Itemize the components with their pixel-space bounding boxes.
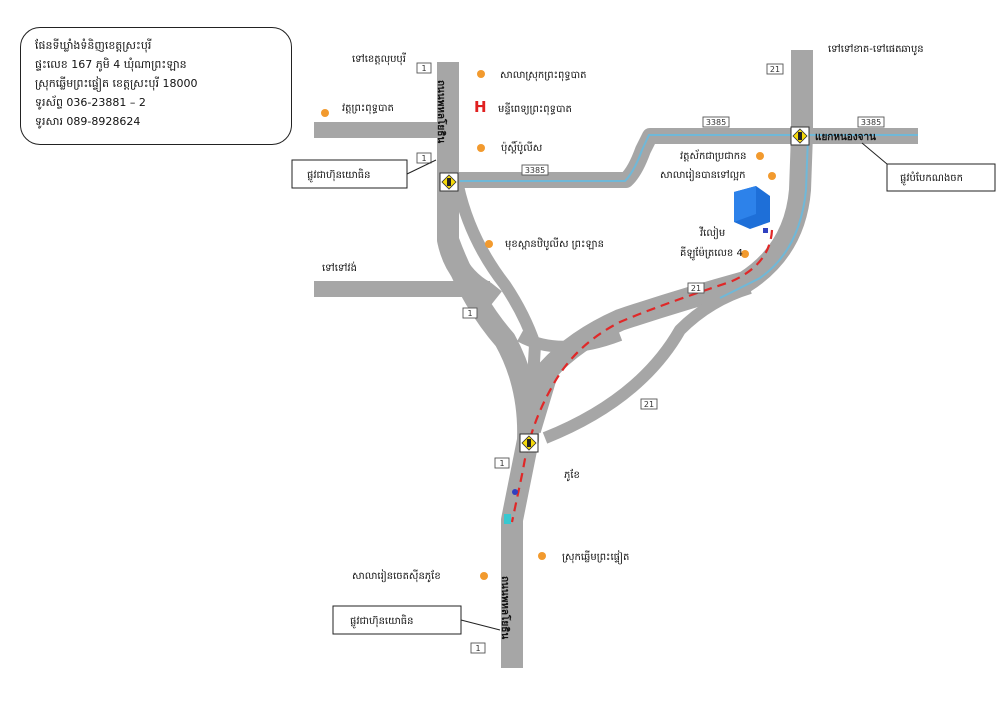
- road-loop: [517, 329, 623, 353]
- label-to-west: ទៅទៅវង់: [322, 261, 357, 274]
- road-name-south: ถนนพหลโยธิน: [499, 576, 512, 639]
- info-fax: ទូរសារ 089-8928624: [35, 115, 141, 128]
- svg-text:21: 21: [644, 400, 654, 409]
- label-hospital: មន្ទីពេទ្យព្រះពុទ្ធបាត: [498, 102, 572, 116]
- svg-text:ផ្លូវជាហ៊ុនយោធិន: ផ្លូវជាហ៊ុនយោធិន: [350, 614, 413, 629]
- svg-text:1: 1: [499, 459, 504, 468]
- car-marker-icon: [504, 514, 511, 524]
- river-line-21: [719, 135, 809, 299]
- label-km-marker: គីឡូម៉ែត្រលេខ 4: [680, 246, 743, 261]
- svg-text:3385: 3385: [525, 166, 545, 175]
- label-wat-phrabuddhabat: វត្តព្រះពុទ្ធបាត: [342, 103, 394, 115]
- callout-east: ផ្លូវបំបែកណងចក: [861, 142, 996, 192]
- svg-text:1: 1: [467, 309, 472, 318]
- label-to-lopburi: ទៅខេត្តលុបបុរី: [352, 52, 406, 66]
- label-school-market: មុខស្ពានឋិបូលីស ព្រះឡាន: [505, 237, 604, 251]
- route-shield-3385: 3385: [521, 164, 549, 176]
- address-info-box: ផែនទីឃ្លាំងទំនិញខេត្តស្រះបុរី ផ្ទះលេខ 16…: [20, 27, 292, 145]
- poi-dot-icon: [741, 250, 749, 258]
- route-shield-1: 1: [416, 62, 432, 74]
- route-shield-21: 21: [687, 282, 705, 294]
- poi-dot-icon: [321, 109, 329, 117]
- info-phone: ទូរស័ព្ទ 036-23881 – 2: [35, 96, 146, 109]
- river-lines: [460, 134, 918, 299]
- svg-text:1: 1: [421, 154, 426, 163]
- svg-text:21: 21: [691, 284, 701, 293]
- label-district: ស្រុកឆ្លើមព្រះផ្ទៀត: [562, 550, 629, 565]
- label-school-south: សាលារៀនចេតស៊ីនភូខែ: [352, 569, 441, 583]
- info-title: ផែនទីឃ្លាំងទំនិញខេត្តស្រះបុរី: [35, 39, 152, 52]
- svg-text:3385: 3385: [861, 118, 881, 127]
- route-shield-1: 1: [462, 307, 478, 319]
- svg-text:1: 1: [421, 64, 426, 73]
- traffic-light-icon: [439, 172, 459, 192]
- svg-text:ផ្លូវបំបែកណងចក: ផ្លូវបំបែកណងចក: [900, 171, 963, 186]
- route-shield-21: 21: [640, 398, 658, 410]
- road-21-connector: [542, 282, 752, 444]
- route-shield-1: 1: [494, 457, 510, 469]
- info-district-line: ស្រុកឆ្លើមព្រះផ្ទៀត ខេត្តស្រះបុរី 18000: [35, 77, 198, 90]
- route-shield-3385: 3385: [857, 116, 885, 128]
- poi-dot-icon: [538, 552, 546, 560]
- poi-dot-icon: [485, 240, 493, 248]
- info-address-line: ផ្ទះលេខ 167 ភូមិ 4 ឃុំណាព្រះឡាន: [35, 58, 187, 71]
- callout-west: ផ្លូវជាហ៊ុនយោធិន: [291, 159, 437, 189]
- road-name-west: ถนนพหลโยธิน: [435, 80, 448, 143]
- route-shield-21: 21: [766, 63, 784, 75]
- label-phrabuddhabat-school: សាលាស្រុកព្រះពុទ្ធបាត: [500, 70, 587, 82]
- poi-dot-icon: [477, 70, 485, 78]
- route-to-warehouse: [510, 229, 774, 523]
- svg-text:21: 21: [770, 65, 780, 74]
- poi-dot-icon: [768, 172, 776, 180]
- poi-dot-icon: [480, 572, 488, 580]
- route-shield-1: 1: [470, 642, 486, 654]
- hospital-h-icon: H: [474, 98, 487, 116]
- traffic-light-icon: [790, 126, 810, 146]
- label-to-saraburi: ទៅទៅខាត-ទៅផេតឆាបូន: [828, 43, 924, 56]
- vehicle-dot-icon: [512, 489, 518, 495]
- label-phu-ke: ភូខែ: [564, 468, 580, 482]
- route-shield-3385: 3385: [702, 116, 730, 128]
- traffic-light-icon: [519, 433, 539, 453]
- poi-dot-icon: [477, 144, 485, 152]
- river-line-3385: [460, 134, 918, 182]
- svg-text:3385: 3385: [706, 118, 726, 127]
- svg-text:ផ្លូវជាហ៊ុនយោធិន: ផ្លូវជាហ៊ុនយោធិន: [307, 168, 370, 183]
- junction-name: แยกหนองจาน: [815, 132, 876, 143]
- label-wat-sak: វត្តស័កជាប្រជាកន: [680, 149, 746, 162]
- route-shield-1: 1: [416, 152, 432, 164]
- poi-dot-icon: [756, 152, 764, 160]
- road-highway-1-inner-curve: [452, 184, 541, 431]
- callout-south: ផ្លូវជាហ៊ុនយោធិន: [332, 605, 501, 635]
- label-school-nong: សាលារៀនបានទៅល្អក: [660, 168, 746, 182]
- label-warehouse: វីលៀម: [699, 226, 725, 240]
- svg-text:1: 1: [475, 644, 480, 653]
- warehouse-building-icon: [734, 186, 770, 233]
- label-police: ប៉ុស្តិ៍ប៉ូលីស: [501, 140, 543, 155]
